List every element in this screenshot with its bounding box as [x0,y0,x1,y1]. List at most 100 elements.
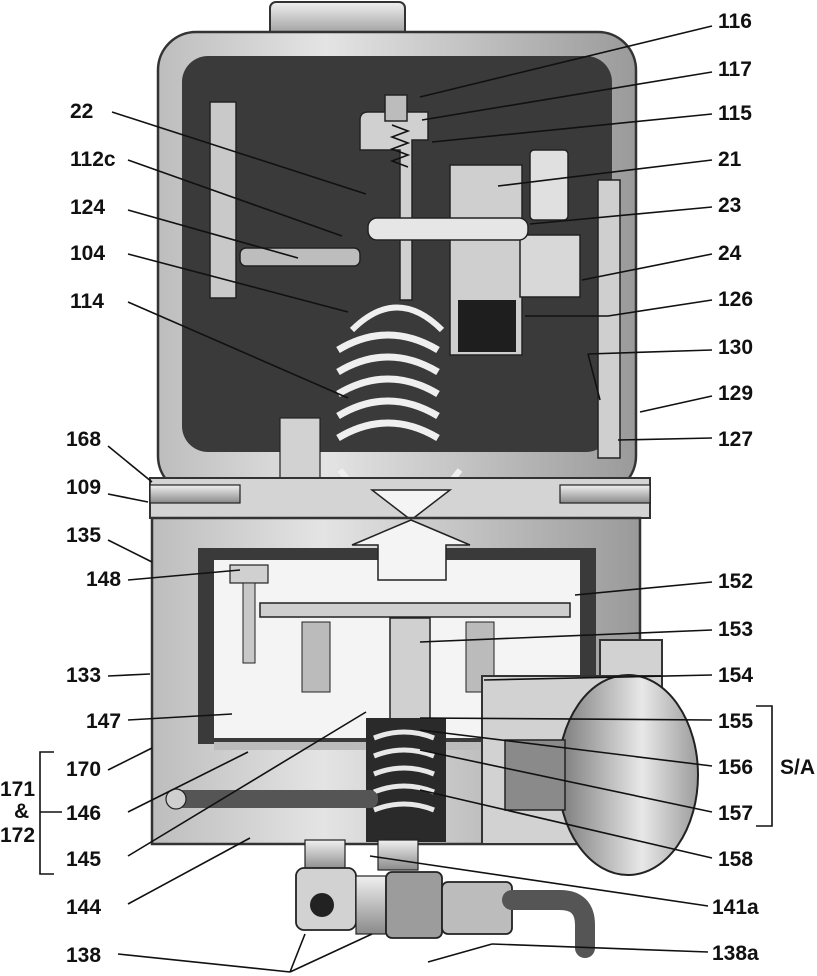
label-158: 158 [718,848,753,871]
left-bracket [209,101,237,299]
label-157: 157 [718,802,753,825]
label-22: 22 [70,100,93,123]
leader-24 [581,253,713,281]
filter-body [385,871,443,939]
leader-127 [617,437,713,441]
cross-shaft [367,217,529,241]
leader-148 [127,569,241,581]
label-138a: 138a [712,942,759,965]
gauge [504,674,699,876]
leader-146 [127,751,249,813]
label-148: 148 [86,568,121,591]
label-171: 171 [0,778,35,801]
label-104: 104 [70,242,105,265]
leader-141a [369,855,709,907]
left-screw [149,484,241,504]
label-154: 154 [718,664,753,687]
passage-plug [165,788,187,810]
nozzle-shadow [458,300,516,352]
label-109: 109 [66,476,101,499]
right-plate [597,179,621,459]
leader-130a [587,349,713,355]
label-156: 156 [718,756,753,779]
leader-153 [419,629,713,643]
diaphragm-plate [259,602,571,618]
label-152: 152 [718,570,753,593]
upper-housing [156,1,638,513]
leader-133 [107,673,151,677]
leader-154 [483,674,713,681]
label-24: 24 [718,242,742,265]
adjust-knob [529,149,569,221]
label-155: 155 [718,710,753,733]
label-133: 133 [66,664,101,687]
label-129: 129 [718,382,753,405]
leader-155 [419,717,713,721]
flange [149,477,651,521]
drain-tube [502,890,595,958]
fitting-threads-left [304,839,346,871]
screw-head-148 [229,564,269,584]
label-amp: & [14,800,29,823]
leader-112c [127,159,343,237]
label-141a: 141a [712,896,759,919]
leader-156 [419,729,713,767]
leader-144 [127,837,251,905]
leader-126 [525,299,713,317]
leader-145 [127,711,367,857]
leader-168 [107,445,153,483]
label-116: 116 [718,10,752,33]
label-124: 124 [70,196,105,219]
label-23: 23 [718,194,741,217]
adjust-screw [384,94,408,122]
lower-body [150,516,663,846]
label-146: 146 [66,802,101,825]
leader-117 [421,71,713,121]
label-172: 172 [0,824,35,847]
label-114: 114 [70,290,104,313]
pivot-arm [359,111,429,301]
leader-138-1 [117,953,291,973]
leader-130b [587,353,601,401]
leader-138-3 [289,933,373,973]
leader-lines [39,25,773,973]
leader-114 [127,301,349,399]
leader-22 [111,111,367,195]
fitting-threads-right [377,839,419,871]
flow-arrow-up [351,519,471,581]
valve-spring [373,729,435,813]
leader-157 [419,749,713,813]
base-block [279,417,321,479]
right-screw [559,484,651,504]
leader-170 [107,747,153,771]
label-138: 138 [66,944,101,967]
leader-147 [127,713,233,721]
pivot-spring [389,124,411,168]
label-126: 126 [718,288,753,311]
leader-138a-2 [427,943,493,963]
leader-129 [639,395,713,413]
label-168: 168 [66,428,101,451]
label-170: 170 [66,758,101,781]
label-21: 21 [718,148,742,171]
leader-158 [419,789,713,859]
leader-138a-1 [491,943,709,953]
leader-23 [529,206,713,225]
upper-seat [349,304,445,333]
label-115: 115 [718,102,752,125]
label-144: 144 [66,896,101,919]
flow-arrow-down [369,489,453,521]
nozzle-housing [519,234,581,298]
leader-116 [419,25,713,98]
leader-115 [431,113,713,143]
part-labels: 116 117 115 21 23 24 126 130 129 127 152… [0,10,815,967]
supply-passage [168,790,378,808]
drain-body [441,881,513,935]
leader-104 [127,253,349,313]
valve-stem [389,617,431,729]
elbow-port [310,893,334,917]
label-145: 145 [66,848,101,871]
leader-124 [127,209,299,259]
